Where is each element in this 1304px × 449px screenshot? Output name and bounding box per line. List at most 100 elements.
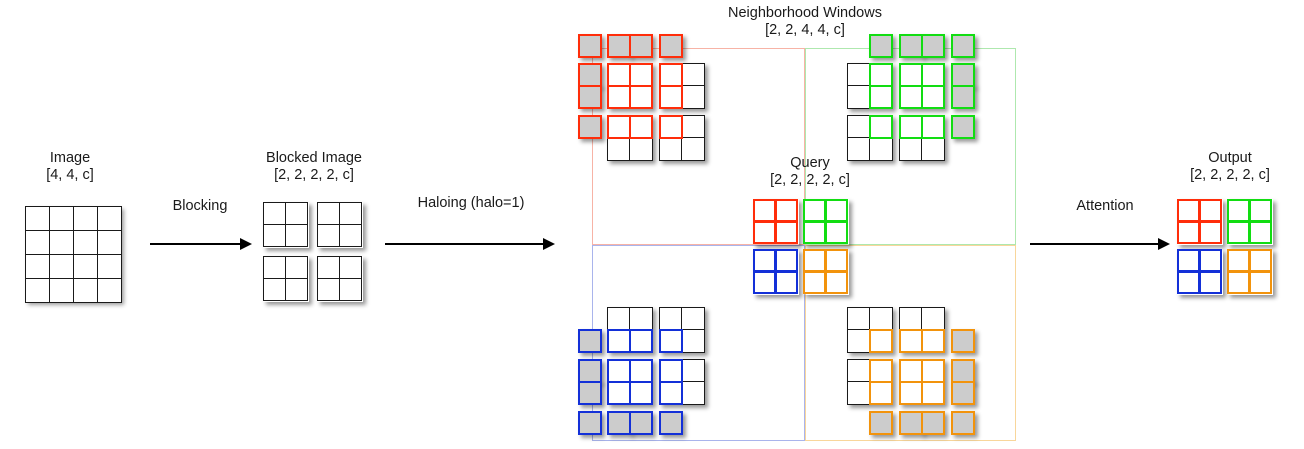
image-cell [25, 206, 51, 232]
image-cell [681, 114, 706, 139]
image-caption: Image [4, 4, c] [0, 150, 140, 184]
tile-cell [263, 223, 286, 247]
image-cell [97, 278, 123, 304]
tile-cell [803, 249, 826, 272]
tile-cell [753, 220, 776, 244]
halo-padding-cell [629, 410, 654, 435]
image-cell [73, 206, 99, 232]
image-cell [25, 278, 51, 304]
query-block-blue [753, 249, 799, 295]
halo-padding-cell [898, 410, 923, 435]
image-cell [921, 307, 946, 331]
tile-cell [1198, 249, 1222, 272]
halo-image-cell [658, 358, 683, 383]
tile-cell [753, 270, 776, 294]
image-cell [49, 278, 75, 304]
tile-cell [1248, 270, 1272, 294]
image-cell [898, 307, 923, 331]
tile-cell [1227, 270, 1250, 294]
halo-padding-cell [898, 33, 923, 58]
halo-padding-cell [921, 33, 946, 58]
tile-cell [1227, 249, 1250, 272]
halo-image-cell [629, 114, 654, 139]
halo-padding-cell [950, 381, 975, 406]
image-cell [847, 381, 871, 406]
halo-image-cell [607, 85, 631, 110]
tile-cell [263, 202, 286, 225]
image-cell [97, 206, 123, 232]
arrow-haloing-sub: (halo=1) [470, 195, 525, 211]
image-cell [73, 278, 99, 304]
tile-cell [774, 199, 798, 222]
tile-cell [263, 256, 286, 279]
tile-cell [753, 199, 776, 222]
tile-cell [284, 256, 308, 279]
halo-padding-cell [577, 381, 602, 406]
blocked-image-tile [263, 256, 309, 302]
halo-padding-cell [950, 63, 975, 87]
image-label: Image [49, 150, 91, 166]
tile-cell [803, 220, 826, 244]
image-cell [869, 137, 894, 162]
image-cell [73, 230, 99, 256]
image-cell [847, 114, 871, 139]
tile-cell [1177, 249, 1200, 272]
halo-padding-cell [950, 85, 975, 110]
image-cell [869, 307, 894, 331]
tile-cell [1248, 249, 1272, 272]
halo-image-cell [869, 358, 894, 383]
halo-image-cell [607, 114, 631, 139]
image-cell [49, 254, 75, 280]
output-block-blue [1177, 249, 1223, 295]
tile-cell [774, 270, 798, 294]
halo-padding-cell [577, 329, 602, 354]
image-cell [49, 230, 75, 256]
arrow-blocking-text: Blocking [172, 198, 228, 214]
halo-image-cell [607, 358, 631, 383]
halo-image-cell [921, 85, 946, 110]
halo-image-cell [921, 114, 946, 139]
tile-cell [338, 277, 362, 301]
tile-cell [803, 270, 826, 294]
tile-cell [1198, 199, 1222, 222]
halo-image-cell [658, 63, 683, 87]
halo-padding-cell [577, 33, 602, 58]
halo-image-cell [921, 381, 946, 406]
tile-cell [317, 202, 340, 225]
blocked-image-tile [317, 202, 363, 248]
image-shape: [4, 4, c] [46, 167, 94, 183]
tile-cell [824, 270, 848, 294]
tile-cell [824, 249, 848, 272]
arrow-attention-line [1030, 243, 1160, 246]
halo-padding-cell [950, 329, 975, 354]
halo-padding-cell [607, 410, 631, 435]
halo-image-cell [658, 114, 683, 139]
tile-cell [317, 256, 340, 279]
blocked-image-tiles [263, 202, 373, 307]
halo-image-cell [869, 381, 894, 406]
arrow-haloing-label: Haloing (halo=1) [396, 195, 546, 212]
halo-image-cell [629, 63, 654, 87]
output-block-green [1227, 199, 1273, 245]
halo-image-cell [898, 358, 923, 383]
halo-image-cell [629, 85, 654, 110]
arrow-attention-label: Attention [1040, 198, 1170, 215]
halo-image-cell [921, 63, 946, 87]
halo-padding-cell [921, 410, 946, 435]
halo-image-cell [869, 329, 894, 354]
tile-cell [284, 277, 308, 301]
tile-cell [824, 220, 848, 244]
halo-padding-cell [577, 114, 602, 139]
halo-image-cell [629, 358, 654, 383]
panel-top-left [592, 48, 805, 245]
image-cell [629, 137, 654, 162]
halo-image-cell [629, 329, 654, 354]
arrow-blocking-label: Blocking [140, 198, 260, 215]
halo-padding-cell [950, 114, 975, 139]
query-shape: [2, 2, 2, 2, c] [770, 172, 850, 188]
query-block-red [753, 199, 799, 245]
halo-padding-cell [577, 63, 602, 87]
halo-image-cell [869, 85, 894, 110]
image-cell [607, 137, 631, 162]
blocked-image-tile [317, 256, 363, 302]
